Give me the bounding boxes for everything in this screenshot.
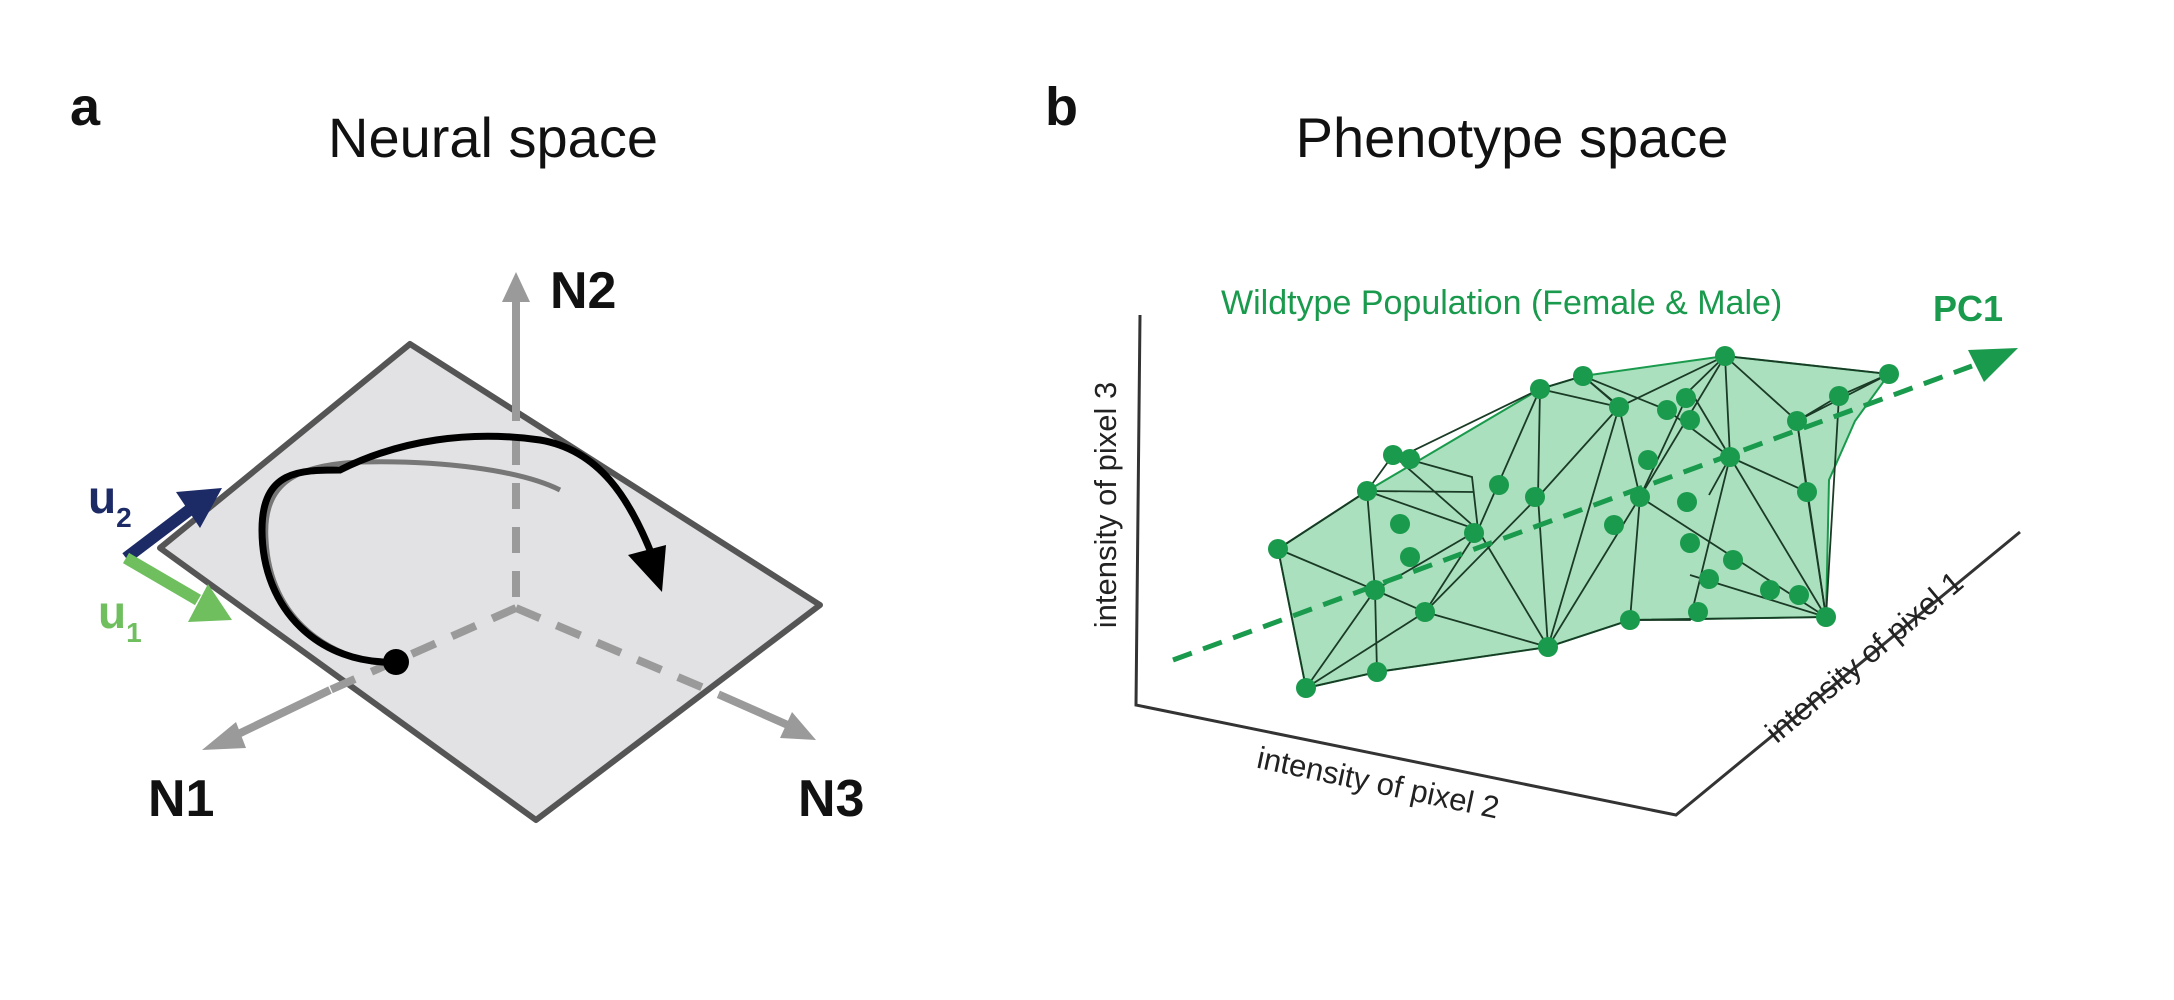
n1-axis-arrowhead [202, 722, 246, 750]
data-point [1699, 569, 1719, 589]
data-point [1383, 445, 1403, 465]
n1-axis [228, 686, 332, 742]
u2-vector [122, 503, 196, 563]
n1-axis-dashed [328, 604, 518, 694]
data-point [1530, 379, 1550, 399]
panel-a-title: Neural space [328, 106, 658, 169]
data-point [1630, 487, 1650, 507]
data-point [1525, 487, 1545, 507]
data-point [1367, 662, 1387, 682]
n2-label: N2 [550, 262, 616, 320]
data-point [1268, 539, 1288, 559]
panel-b-title: Phenotype space [1296, 106, 1729, 169]
data-point [1677, 492, 1697, 512]
data-point [1715, 346, 1735, 366]
data-point [1720, 447, 1740, 467]
pc1-label: PC1 [1933, 288, 2003, 329]
n3-axis-dashed [514, 604, 722, 699]
data-point [1357, 481, 1377, 501]
phenotype-axes-box [1134, 314, 2021, 817]
data-point [1609, 397, 1629, 417]
n1-label: N1 [148, 770, 214, 828]
n2-axis-arrowhead [502, 272, 530, 302]
data-point [1400, 449, 1420, 469]
data-point [1680, 410, 1700, 430]
data-point [1538, 637, 1558, 657]
data-point [1829, 386, 1849, 406]
data-point [1464, 523, 1484, 543]
data-point [1390, 514, 1410, 534]
trajectory-arrowhead [628, 545, 666, 592]
data-point [1816, 607, 1836, 627]
u2-vector-arrowhead [176, 488, 222, 528]
panel-b: b Phenotype space intensity of pixel 3 i… [1045, 77, 2021, 825]
data-point [1879, 364, 1899, 384]
pc1-axis [1172, 363, 1973, 663]
u1-vector-arrowhead [188, 584, 232, 622]
n3-axis-arrowhead [780, 712, 816, 740]
panel-a-letter: a [70, 77, 101, 137]
data-point [1296, 678, 1316, 698]
data-point [1620, 610, 1640, 630]
y-axis-label: intensity of pixel 3 [1088, 382, 1123, 628]
data-point [1789, 585, 1809, 605]
data-point [1676, 388, 1696, 408]
panel-b-letter: b [1045, 77, 1078, 137]
u1-vector [122, 552, 202, 606]
panel-a: a Neural space u2 u1 N2 N1 N3 [70, 77, 864, 828]
data-point [1573, 366, 1593, 386]
subspace-plane [157, 341, 823, 823]
population-points [1268, 346, 1899, 698]
trajectory-start-point [383, 649, 409, 675]
data-point [1760, 580, 1780, 600]
data-point [1657, 400, 1677, 420]
data-point [1638, 450, 1658, 470]
u1-label: u1 [98, 586, 142, 648]
pc1-arrowhead [1968, 348, 2018, 382]
data-point [1489, 475, 1509, 495]
data-point [1787, 411, 1807, 431]
data-point [1415, 602, 1435, 622]
population-label: Wildtype Population (Female & Male) [1221, 284, 1782, 322]
data-point [1688, 602, 1708, 622]
data-point [1400, 547, 1420, 567]
neural-trajectory [258, 432, 656, 666]
n3-label: N3 [798, 770, 864, 828]
u2-label: u2 [88, 471, 132, 533]
data-point [1365, 580, 1385, 600]
data-point [1680, 533, 1700, 553]
data-point [1797, 482, 1817, 502]
data-point [1604, 515, 1624, 535]
n3-axis [718, 691, 792, 730]
data-point [1723, 550, 1743, 570]
